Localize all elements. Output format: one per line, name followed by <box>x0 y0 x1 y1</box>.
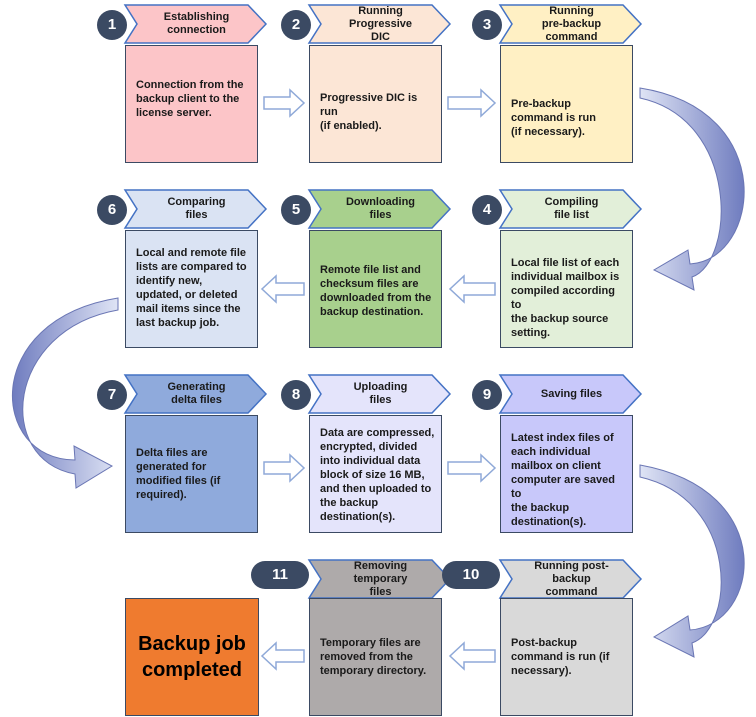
step-3-text: Pre-backup command is run (if necessary)… <box>511 98 596 138</box>
step-5-tab <box>307 189 452 229</box>
step-3-tab <box>498 4 643 44</box>
step-2-tab <box>307 4 452 44</box>
step-8-badge: 8 <box>281 380 311 410</box>
step-1-title: Establishing connection <box>163 11 230 36</box>
arrow-11-to-final <box>260 641 305 671</box>
step-7-box: Delta files are generated for modified f… <box>125 415 258 533</box>
step-7-title: Generating delta files <box>167 381 226 406</box>
step-10-badge: 10 <box>442 561 500 589</box>
step-4-box: Local file list of each individual mailb… <box>500 230 633 348</box>
step-8-text: Data are compressed, encrypted, divided … <box>320 427 435 523</box>
curve-6-to-7 <box>11 297 119 489</box>
arrow-4-to-5 <box>448 274 496 304</box>
step-2-text: Progressive DIC is run (if enabled). <box>320 92 418 132</box>
step-2-badge: 2 <box>281 10 311 40</box>
step-3-title: Running pre-backup command <box>541 4 602 43</box>
step-10-box: Post-backup command is run (if necessary… <box>500 598 633 716</box>
step-11-box: Temporary files are removed from the tem… <box>309 598 442 716</box>
final-text: Backup job completed <box>138 633 246 681</box>
step-4-badge: 4 <box>472 195 502 225</box>
step-5-title: Downloading files <box>345 196 416 221</box>
step-9-text: Latest index files of each individual ma… <box>511 432 615 528</box>
arrow-1-to-2 <box>263 88 306 118</box>
step-1-text: Connection from the backup client to the… <box>136 79 244 119</box>
step-11-title: Removing temporary files <box>353 559 408 598</box>
step-6-text: Local and remote file lists are compared… <box>136 247 247 329</box>
step-2-box: Progressive DIC is run (if enabled). <box>309 45 442 163</box>
arrow-8-to-9 <box>447 453 497 483</box>
step-6-badge: 6 <box>97 195 127 225</box>
step-5-badge: 5 <box>281 195 311 225</box>
step-6-tab <box>123 189 268 229</box>
step-9-box: Latest index files of each individual ma… <box>500 415 633 533</box>
step-4-text: Local file list of each individual mailb… <box>511 257 620 339</box>
step-9-tab <box>498 374 643 414</box>
step-7-badge: 7 <box>97 380 127 410</box>
final-box: Backup job completed <box>125 598 259 716</box>
step-4-tab <box>498 189 643 229</box>
step-5-text: Remote file list and checksum files are … <box>320 264 432 318</box>
step-1-tab <box>123 4 268 44</box>
step-11-badge: 11 <box>251 561 309 589</box>
arrow-5-to-6 <box>260 274 305 304</box>
step-10-title: Running post- backup command <box>534 559 609 598</box>
arrow-2-to-3 <box>447 88 497 118</box>
step-4-title: Compiling file list <box>544 196 599 221</box>
step-1-box: Connection from the backup client to the… <box>125 45 258 163</box>
step-1-badge: 1 <box>97 10 127 40</box>
step-8-title: Uploading files <box>353 381 408 406</box>
step-6-box: Local and remote file lists are compared… <box>125 230 258 348</box>
step-3-box: Pre-backup command is run (if necessary)… <box>500 45 633 163</box>
curve-3-to-4 <box>639 87 745 291</box>
step-10-text: Post-backup command is run (if necessary… <box>511 637 610 677</box>
step-2-title: Running Progressive DIC <box>349 4 412 43</box>
step-9-title: Saving files <box>540 387 603 400</box>
step-7-text: Delta files are generated for modified f… <box>136 447 221 501</box>
step-3-badge: 3 <box>472 10 502 40</box>
step-5-box: Remote file list and checksum files are … <box>309 230 442 348</box>
arrow-10-to-11 <box>448 641 496 671</box>
step-11-text: Temporary files are removed from the tem… <box>320 637 427 677</box>
step-6-title: Comparing files <box>167 196 226 221</box>
curve-9-to-10 <box>639 464 745 658</box>
step-7-tab <box>123 374 268 414</box>
arrow-7-to-8 <box>263 453 306 483</box>
step-8-box: Data are compressed, encrypted, divided … <box>309 415 442 533</box>
step-8-tab <box>307 374 452 414</box>
step-9-badge: 9 <box>472 380 502 410</box>
